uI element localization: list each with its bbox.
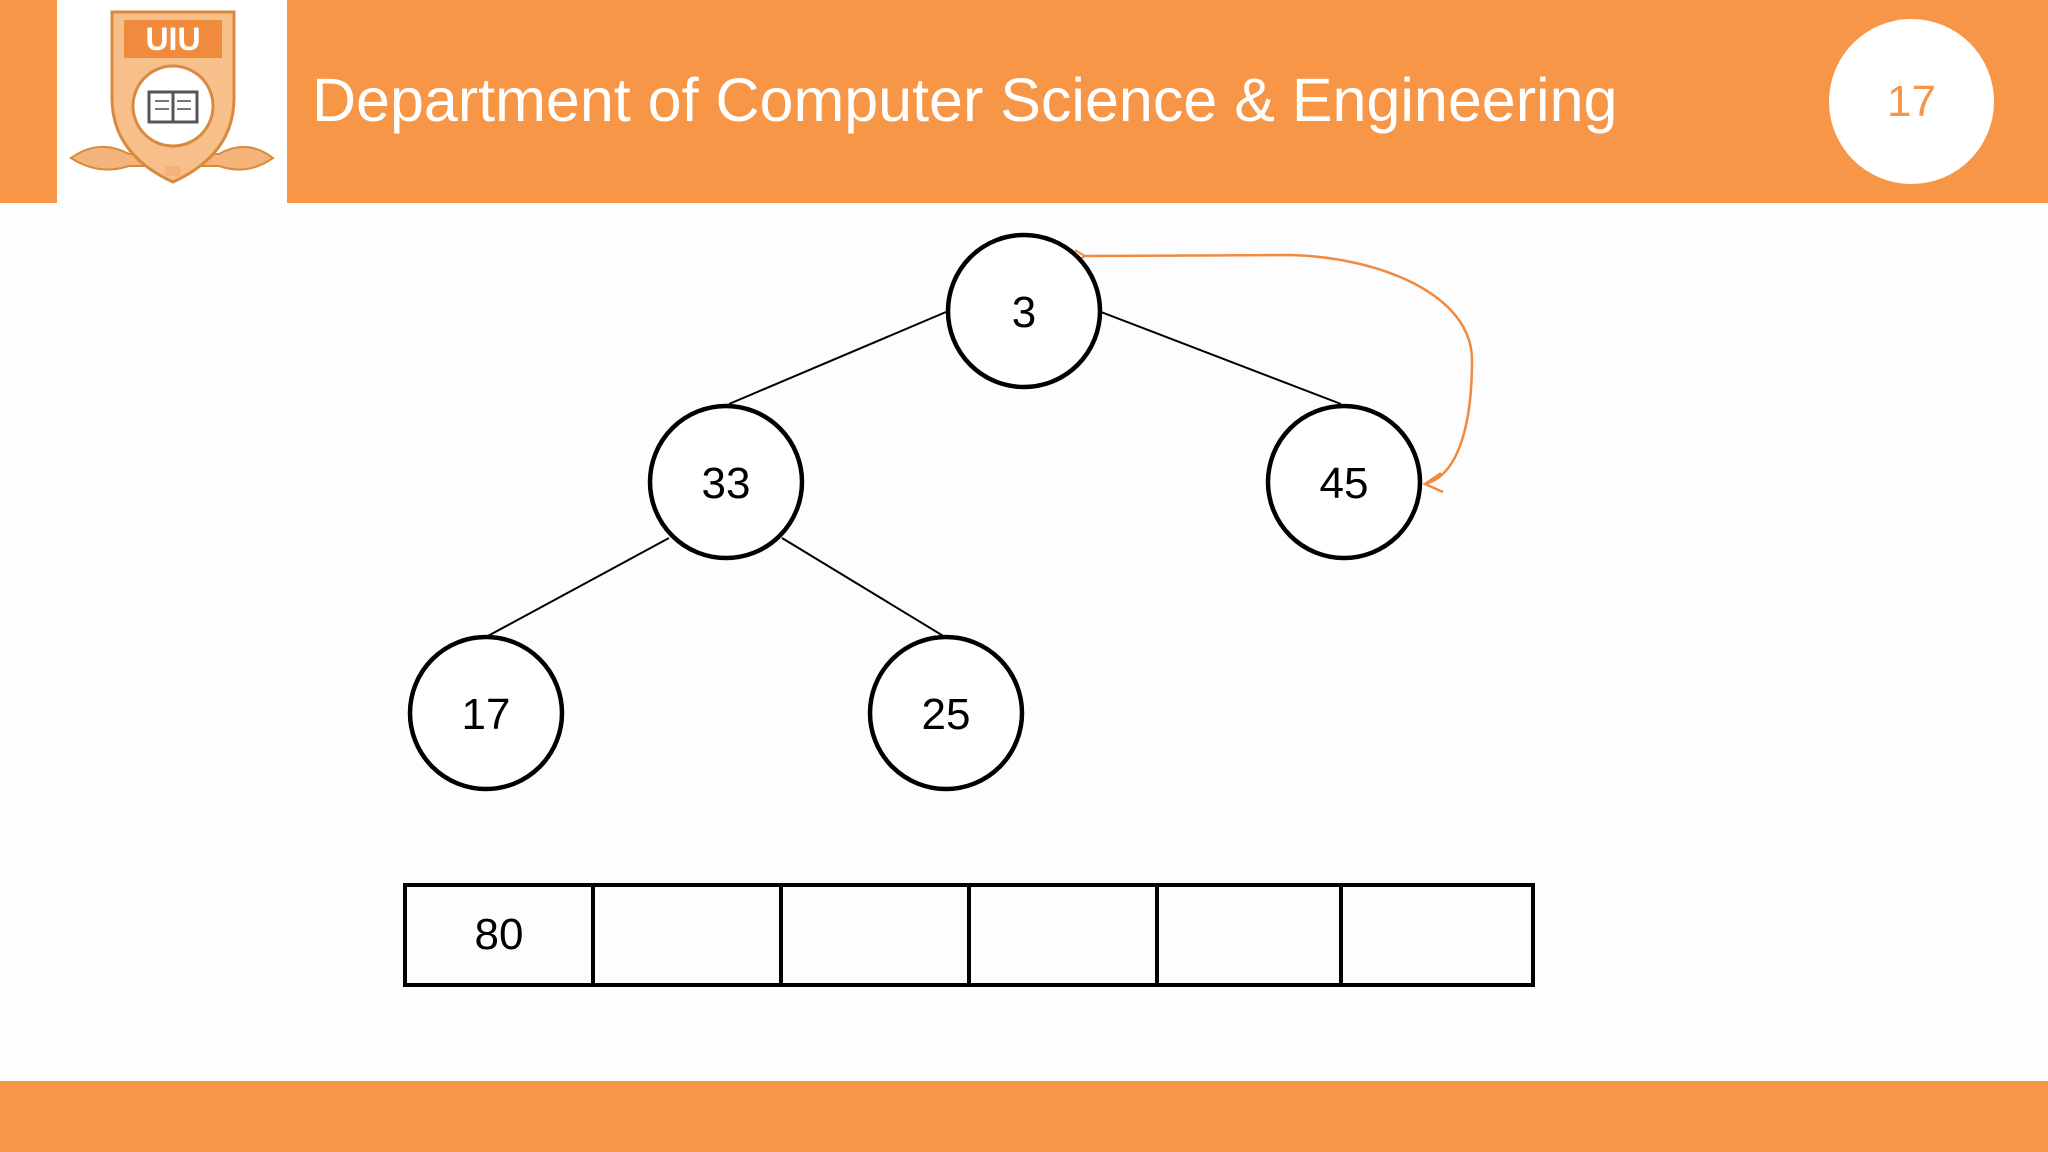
header-accent-main — [287, 0, 2048, 203]
tree-node-right: 45 — [1265, 403, 1423, 561]
swap-arrow — [1074, 249, 1474, 486]
university-logo: UIU — [57, 0, 287, 203]
array-cell-5 — [1343, 887, 1531, 983]
page-number-badge: 17 — [1829, 19, 1994, 184]
tree-node-left-value: 33 — [702, 459, 751, 508]
tree-node-root: 3 — [945, 232, 1103, 390]
array-cell-3 — [971, 887, 1159, 983]
page-title: Department of Computer Science & Enginee… — [312, 66, 1618, 134]
tree-node-root-value: 3 — [1012, 288, 1036, 337]
edge-root-left — [728, 311, 947, 405]
tree-node-left-left-value: 17 — [462, 690, 511, 739]
edge-left-rightchild — [781, 537, 946, 638]
tree-node-left-right: 25 — [867, 634, 1025, 792]
header-accent-left — [0, 0, 57, 203]
array-cell-2 — [783, 887, 971, 983]
logo-text: UIU — [145, 21, 200, 57]
array-cell-4 — [1159, 887, 1343, 983]
tree-node-left-left: 17 — [407, 634, 565, 792]
edge-root-right — [1100, 311, 1342, 405]
tree-node-right-value: 45 — [1320, 459, 1369, 508]
header-bar — [0, 0, 2048, 203]
array-cell-1 — [595, 887, 783, 983]
heap-array: 80 — [403, 883, 1535, 987]
array-cell-0: 80 — [407, 887, 595, 983]
tree-node-left: 33 — [647, 403, 805, 561]
page-number: 17 — [1887, 76, 1936, 126]
tree-node-left-right-value: 25 — [922, 690, 971, 739]
swap-arrow-tail — [1422, 471, 1444, 494]
footer-bar — [0, 1081, 2048, 1152]
edge-left-leftchild — [485, 537, 670, 638]
logo-crest-icon: UIU — [69, 10, 275, 184]
